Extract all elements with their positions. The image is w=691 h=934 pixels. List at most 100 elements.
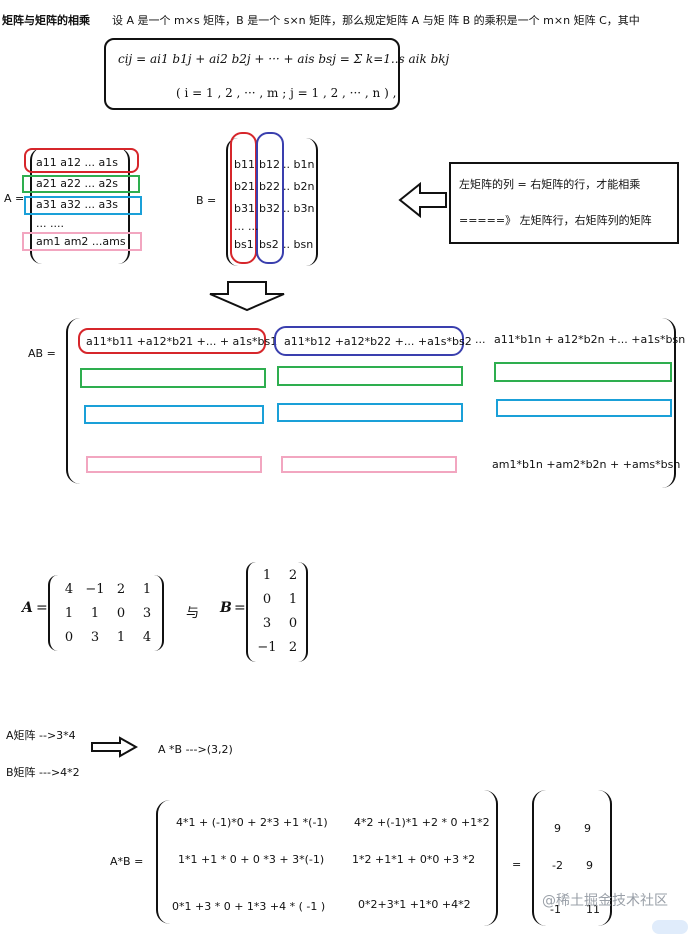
example-a-cell: 4 xyxy=(64,582,74,597)
example-a-right-bracket xyxy=(154,575,164,651)
product-cell: 4*1 + (-1)*0 + 2*3 +1 *(-1) xyxy=(176,816,328,829)
ab-row2-coln xyxy=(494,362,672,382)
b-cell: .. b2n xyxy=(283,180,315,193)
example-a-cell: 3 xyxy=(90,630,100,645)
right-arrow-icon xyxy=(91,736,138,758)
example-a-cell: 1 xyxy=(90,606,100,621)
example-b-cell: −1 xyxy=(257,640,277,655)
matrix-a-right-bracket xyxy=(118,148,130,264)
b-cell: .. bsn xyxy=(283,238,314,251)
ab-rowm-col1 xyxy=(86,456,262,473)
b-cell: ... ... xyxy=(234,220,259,233)
example-a-label: A xyxy=(22,600,33,616)
example-a-cell: 1 xyxy=(142,582,152,597)
example-b-label: B xyxy=(220,600,232,616)
note-box: 左矩阵的列 = 右矩阵的行，才能相乘 =====》 左矩阵行，右矩阵列的矩阵 xyxy=(449,162,679,244)
matrix-b-label: B = xyxy=(196,194,217,207)
ab-cell-mn: am1*b1n +am2*b2n + +ams*bsn xyxy=(492,458,681,471)
result-cell: 9 xyxy=(584,822,591,835)
example-b-cell: 0 xyxy=(262,592,272,607)
dims-a: A矩阵 -->3*4 xyxy=(6,729,76,742)
note-line2: =====》 左矩阵行，右矩阵列的矩阵 xyxy=(459,214,652,227)
example-b-cell: 2 xyxy=(288,568,298,583)
product-right-bracket xyxy=(484,790,498,926)
result-cell: 11 xyxy=(586,903,600,916)
example-b-left-bracket xyxy=(246,562,256,662)
example-b-row: 1 2 xyxy=(254,564,306,588)
example-b-cell: 3 xyxy=(262,616,272,631)
product-eq: = xyxy=(512,858,522,871)
b-cell xyxy=(259,220,280,234)
example-b-right-bracket xyxy=(298,562,308,662)
b-cell: b31 xyxy=(234,202,255,215)
ab-cell-1n: a11*b1n + a12*b2n +... +a1s*bsn xyxy=(494,333,686,346)
a-row3-highlight xyxy=(24,196,142,215)
a-rowm-highlight xyxy=(22,232,142,251)
product-cell: 0*2+3*1 +1*0 +4*2 xyxy=(358,898,471,911)
matrix-a-label: A = xyxy=(4,192,25,205)
product-cell: 0*1 +3 * 0 + 1*3 +4 * ( -1 ) xyxy=(172,900,326,913)
example-a-cell: 4 xyxy=(142,630,152,645)
a-rowm: am1 am2 ...ams xyxy=(36,235,126,248)
product-label: A*B = xyxy=(110,855,144,868)
ab-cell-11: a11*b11 +a12*b21 +... + a1s*bs1 xyxy=(78,328,277,354)
ab-cell-12-text: a11*b12 +a12*b22 +... +a1s*bs2 xyxy=(284,335,472,348)
b-cell: .. b3n xyxy=(283,202,315,215)
b-cell: b21 xyxy=(234,180,255,193)
ab-cell-11-text: a11*b11 +a12*b21 +... + a1s*bs1 xyxy=(86,335,278,348)
down-arrow-icon xyxy=(209,281,285,312)
a-row2-highlight xyxy=(22,175,140,193)
dims-b: B矩阵 --->4*2 xyxy=(6,766,80,779)
ab-right-bracket xyxy=(662,318,676,488)
b-cell: b12 xyxy=(259,158,280,171)
b-col2: b12 b22 b32 bs2 xyxy=(259,154,280,256)
a-row4: ... .... xyxy=(36,217,64,230)
result-right-bracket xyxy=(598,790,612,926)
example-a-row: 1 1 0 3 xyxy=(56,602,160,626)
ab-row3-col2 xyxy=(277,403,463,422)
result-cell: 9 xyxy=(554,822,561,835)
ab-row2-col1 xyxy=(80,368,266,388)
formula-line1: cij = ai1 b1j + ai2 b2j + ··· + ais bsj … xyxy=(118,52,450,66)
b-cell: b11 xyxy=(234,158,255,171)
ab-rowm-col2 xyxy=(281,456,457,473)
example-a-cell: 3 xyxy=(142,606,152,621)
ab-row3-coln xyxy=(496,399,672,417)
a-row2: a21 a22 ... a2s xyxy=(36,177,118,190)
example-a-cell: 0 xyxy=(116,606,126,621)
example-b-row: −1 2 xyxy=(254,636,306,660)
ab-left-bracket xyxy=(66,318,80,484)
b-cell: .. b1n xyxy=(283,158,315,171)
example-a-cell: −1 xyxy=(85,582,105,597)
result-cell: 9 xyxy=(586,859,593,872)
example-a-matrix: 4 −1 2 1 1 1 0 3 0 3 1 4 xyxy=(56,578,160,650)
a-row1-highlight xyxy=(24,148,139,173)
example-b-eq: = xyxy=(234,600,246,616)
left-arrow-icon xyxy=(398,181,447,219)
b-cell: bs2 xyxy=(259,238,279,251)
ab-cell-12: a11*b12 +a12*b22 +... +a1s*bs2 xyxy=(274,326,472,356)
note-line1: 左矩阵的列 = 右矩阵的行，才能相乘 xyxy=(459,178,641,191)
b-cell: b32 xyxy=(259,202,280,215)
example-a-row: 0 3 1 4 xyxy=(56,626,160,650)
example-b-cell: 1 xyxy=(288,592,298,607)
example-a-left-bracket xyxy=(48,575,58,651)
page-title: 矩阵与矩阵的相乘 xyxy=(2,14,90,27)
matrix-b-left-bracket xyxy=(226,138,238,266)
b-cell xyxy=(283,220,314,234)
result-cell: -2 xyxy=(552,859,563,872)
formula-line2: ( i = 1 , 2 , ··· , m ; j = 1 , 2 , ··· … xyxy=(176,86,397,100)
corner-badge xyxy=(652,920,688,934)
example-a-cell: 1 xyxy=(64,606,74,621)
ab-label: AB = xyxy=(28,347,56,360)
b-col2-highlight xyxy=(256,132,284,264)
intro-text: 设 A 是一个 m×s 矩阵，B 是一个 s×n 矩阵，那么规定矩阵 A 与矩 … xyxy=(112,14,640,27)
ab-row3-col1 xyxy=(84,405,264,424)
a-row1: a11 a12 ... a1s xyxy=(36,156,118,169)
example-b-cell: 1 xyxy=(262,568,272,583)
result-left-bracket xyxy=(532,790,546,926)
matrix-a-left-bracket xyxy=(30,148,42,264)
example-yu: 与 xyxy=(186,606,200,621)
ab-dots: ... xyxy=(475,333,486,346)
example-a-row: 4 −1 2 1 xyxy=(56,578,160,602)
